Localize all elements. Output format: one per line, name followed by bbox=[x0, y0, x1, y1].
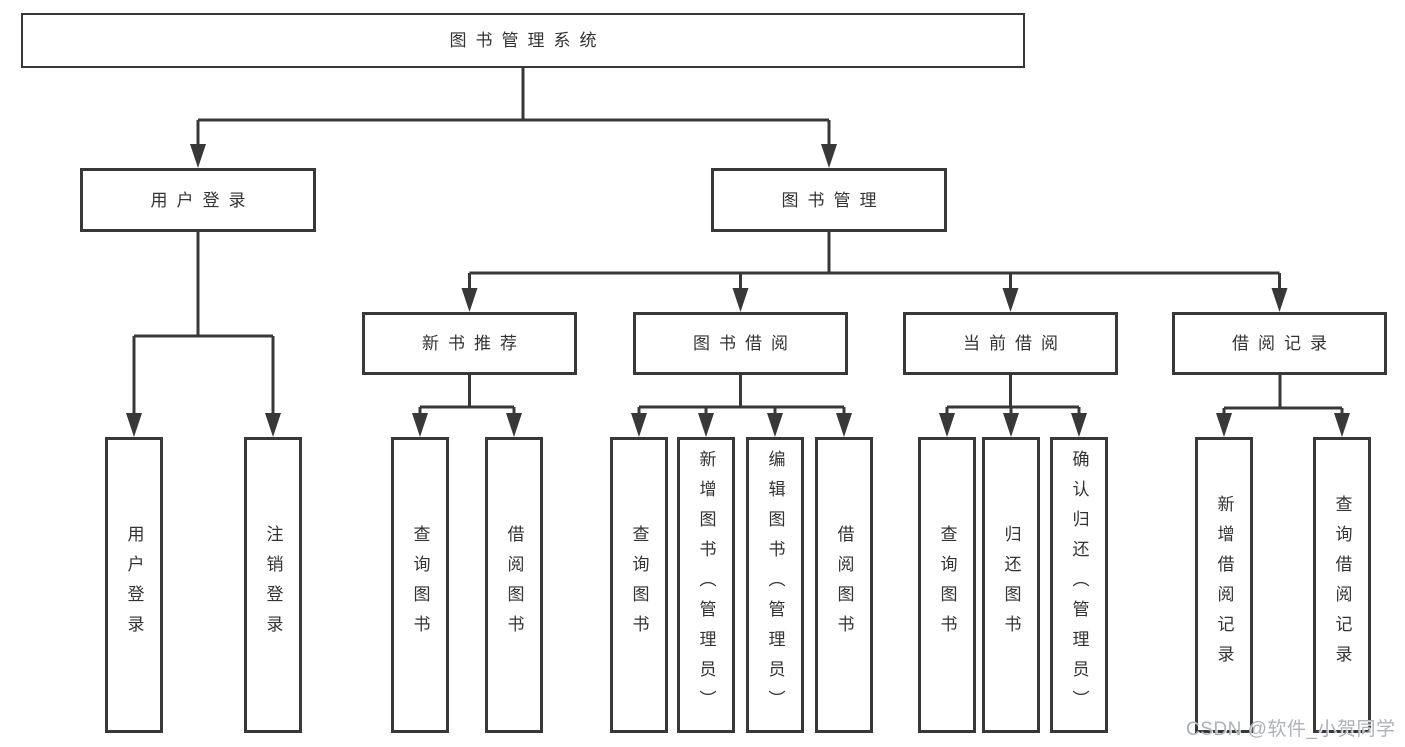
node-user-login: 用户登录 bbox=[80, 168, 316, 232]
node-label: 图书借阅 bbox=[693, 334, 797, 353]
node-label: 查询图书 bbox=[937, 525, 957, 645]
node-new-book-recommendation: 新书推荐 bbox=[362, 312, 577, 375]
node-label: 查询图书 bbox=[410, 525, 430, 645]
connector-book-management-to-level3 bbox=[461, 232, 1288, 312]
node-label: 新书推荐 bbox=[422, 334, 526, 353]
arrowhead-icon bbox=[1003, 413, 1019, 437]
leaf-confirm-return-admin: 确认归还（管理员） bbox=[1050, 437, 1108, 733]
arrowhead-icon bbox=[1002, 288, 1019, 312]
node-book-borrowing: 图书借阅 bbox=[633, 312, 848, 375]
node-label: 查询借阅记录 bbox=[1332, 495, 1352, 675]
node-label: 用户登录 bbox=[124, 525, 144, 645]
node-label: 确认归还（管理员） bbox=[1069, 450, 1089, 720]
arrowhead-icon bbox=[506, 413, 522, 437]
node-label: 图书管理 bbox=[781, 190, 886, 210]
arrowhead-icon bbox=[836, 413, 852, 437]
leaf-query-books-current: 查询图书 bbox=[918, 437, 976, 733]
leaf-add-books-admin: 新增图书（管理员） bbox=[677, 437, 735, 733]
node-root: 图书管理系统 bbox=[21, 13, 1025, 68]
leaf-edit-books-admin: 编辑图书（管理员） bbox=[746, 437, 804, 733]
node-current-borrowing: 当前借阅 bbox=[903, 312, 1118, 375]
leaf-return-books: 归还图书 bbox=[982, 437, 1040, 733]
node-label: 借阅记录 bbox=[1232, 334, 1336, 353]
node-label: 查询图书 bbox=[629, 525, 649, 645]
arrowhead-icon bbox=[732, 288, 749, 312]
node-label: 归还图书 bbox=[1001, 525, 1021, 645]
connector-root-to-level2 bbox=[190, 68, 837, 168]
arrowhead-icon bbox=[939, 413, 955, 437]
arrowhead-icon bbox=[1334, 413, 1350, 437]
node-label: 注销登录 bbox=[263, 525, 283, 645]
connector-new-book-recommend-to-children bbox=[412, 375, 522, 437]
node-label: 新增借阅记录 bbox=[1214, 495, 1234, 675]
node-label: 新增图书（管理员） bbox=[696, 450, 716, 720]
node-label: 编辑图书（管理员） bbox=[765, 450, 785, 720]
arrowhead-icon bbox=[1071, 413, 1087, 437]
leaf-borrow-books-borrowing: 借阅图书 bbox=[815, 437, 873, 733]
node-borrowing-records: 借阅记录 bbox=[1172, 312, 1387, 375]
arrowhead-icon bbox=[126, 413, 142, 437]
arrowhead-icon bbox=[631, 413, 647, 437]
leaf-query-books-recommend: 查询图书 bbox=[391, 437, 449, 733]
arrowhead-icon bbox=[821, 144, 837, 168]
connector-borrowing-records-to-children bbox=[1216, 375, 1350, 437]
node-label: 用户登录 bbox=[150, 190, 255, 210]
connector-user-login-to-children bbox=[126, 232, 281, 437]
leaf-query-borrow-record: 查询借阅记录 bbox=[1313, 437, 1371, 733]
connector-current-borrowing-to-children bbox=[939, 375, 1087, 437]
arrowhead-icon bbox=[1271, 288, 1288, 312]
leaf-query-books-borrowing: 查询图书 bbox=[610, 437, 668, 733]
arrowhead-icon bbox=[412, 413, 428, 437]
node-book-management: 图书管理 bbox=[711, 168, 947, 232]
arrowhead-icon bbox=[698, 413, 714, 437]
arrowhead-icon bbox=[461, 288, 478, 312]
leaf-add-borrow-record: 新增借阅记录 bbox=[1195, 437, 1253, 733]
connector-book-borrowing-to-children bbox=[631, 375, 852, 437]
arrowhead-icon bbox=[1216, 413, 1232, 437]
leaf-logout: 注销登录 bbox=[244, 437, 302, 733]
node-label: 当前借阅 bbox=[963, 334, 1067, 353]
leaf-user-login: 用户登录 bbox=[105, 437, 163, 733]
node-label: 借阅图书 bbox=[504, 525, 524, 645]
node-label: 图书管理系统 bbox=[449, 31, 606, 50]
arrowhead-icon bbox=[265, 413, 281, 437]
csdn-watermark: CSDN @软件_小贺同学 bbox=[1186, 719, 1396, 740]
arrowhead-icon bbox=[190, 144, 206, 168]
node-label: 借阅图书 bbox=[834, 525, 854, 645]
leaf-borrow-books-recommend: 借阅图书 bbox=[485, 437, 543, 733]
arrowhead-icon bbox=[767, 413, 783, 437]
